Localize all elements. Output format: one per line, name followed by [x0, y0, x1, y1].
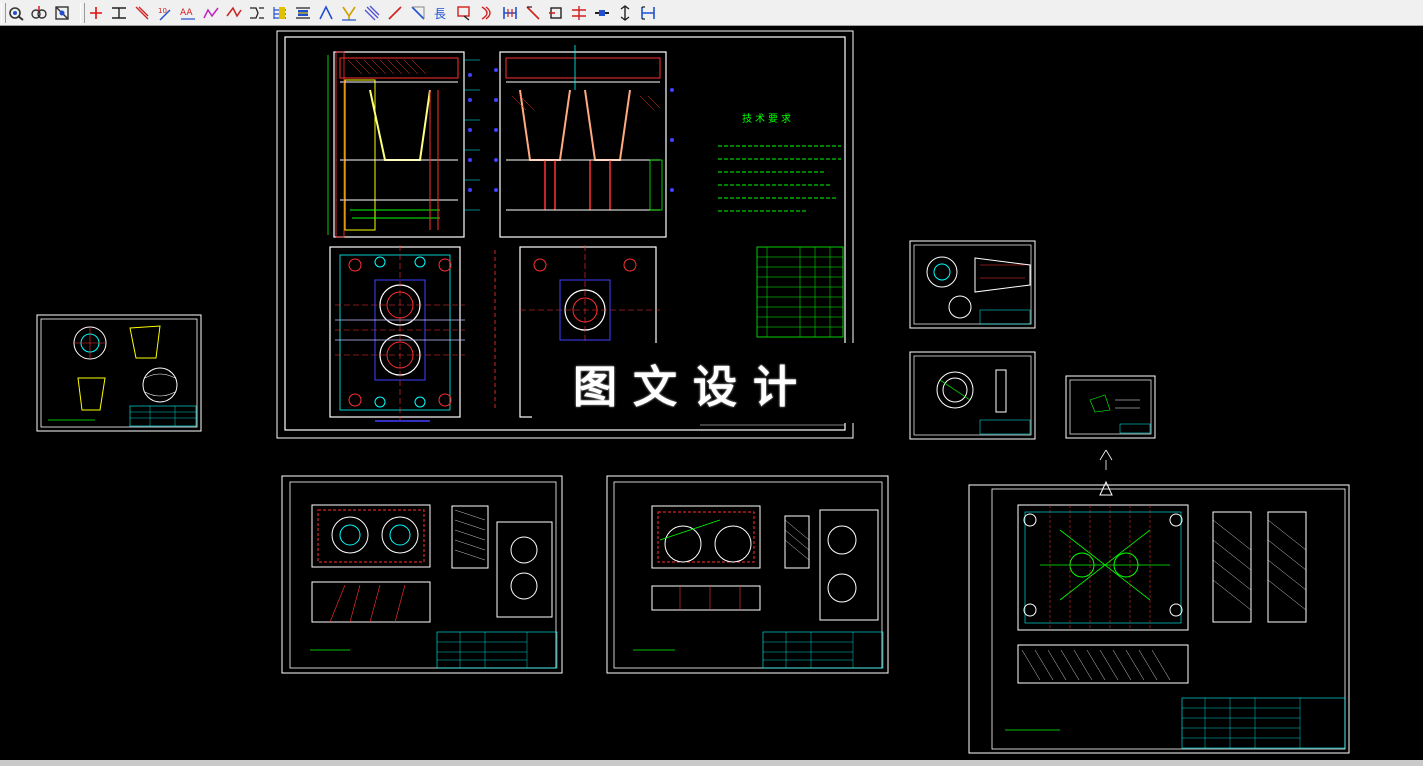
toolbar-grip-2[interactable] [80, 3, 85, 23]
continue-dimension-icon[interactable] [247, 3, 267, 23]
ring-part-sheet[interactable] [909, 351, 1036, 440]
jog-dimension-icon[interactable] [408, 3, 428, 23]
watermark-text: 图文设计 [573, 362, 813, 413]
tech-requirements-title: 技术要求 [742, 114, 794, 125]
object-snap-icon[interactable] [29, 3, 49, 23]
chamfer-dimension-icon[interactable] [362, 3, 382, 23]
cavity-plate-sheet[interactable] [281, 475, 563, 674]
linear-dimension-icon[interactable] [86, 3, 106, 23]
small-detail-sheet[interactable] [1065, 375, 1156, 439]
dimension-tool-group: 10 AA 長 [86, 2, 661, 24]
angular-dimension-icon[interactable] [132, 3, 152, 23]
bom-table [756, 246, 844, 338]
support-plate-sheet[interactable] [968, 449, 1350, 754]
dimension-edit-icon[interactable] [500, 3, 520, 23]
watermark: 图文设计 [532, 343, 854, 423]
dimension-space-icon[interactable] [523, 3, 543, 23]
dimension-oblique-icon[interactable] [638, 3, 658, 23]
aligned-dimension-icon[interactable] [109, 3, 129, 23]
front-section-view [327, 51, 480, 238]
svg-text:10: 10 [158, 7, 167, 15]
product-part-sheet[interactable] [36, 314, 202, 432]
top-plan-view [329, 245, 465, 420]
dimension-update-icon[interactable] [546, 3, 566, 23]
snap-toggle-icon[interactable] [52, 3, 72, 23]
side-section-view [494, 45, 674, 238]
main-assembly-sheet[interactable] [276, 30, 854, 439]
arc-length-icon[interactable] [385, 3, 405, 23]
tolerance-icon[interactable] [293, 3, 313, 23]
dimension-reassociate-icon[interactable] [615, 3, 635, 23]
dimension-style-icon[interactable] [569, 3, 589, 23]
diameter-dimension-icon[interactable]: AA [178, 3, 198, 23]
text-style-icon[interactable] [477, 3, 497, 23]
svg-text:長: 長 [434, 7, 446, 21]
snap-settings-icon[interactable] [6, 3, 26, 23]
break-dimension-icon[interactable]: 長 [431, 3, 451, 23]
core-insert-sheet[interactable] [606, 475, 889, 674]
hatch-icon[interactable] [339, 3, 359, 23]
snap-tool-group [6, 2, 75, 24]
inspection-icon[interactable] [454, 3, 474, 23]
radius-dimension-icon[interactable]: 10 [155, 3, 175, 23]
dimension-override-icon[interactable] [592, 3, 612, 23]
toolbar-grip[interactable] [1, 3, 6, 23]
leader-icon[interactable] [270, 3, 290, 23]
tech-requirements-notes [716, 140, 856, 224]
center-mark-icon[interactable] [316, 3, 336, 23]
baseline-dimension-icon[interactable] [224, 3, 244, 23]
ordinate-dimension-icon[interactable] [201, 3, 221, 23]
dimension-toolbar: 10 AA 長 [0, 0, 1423, 26]
slide-part-sheet[interactable] [909, 240, 1036, 329]
status-strip [0, 760, 1423, 766]
svg-text:AA: AA [180, 8, 193, 18]
